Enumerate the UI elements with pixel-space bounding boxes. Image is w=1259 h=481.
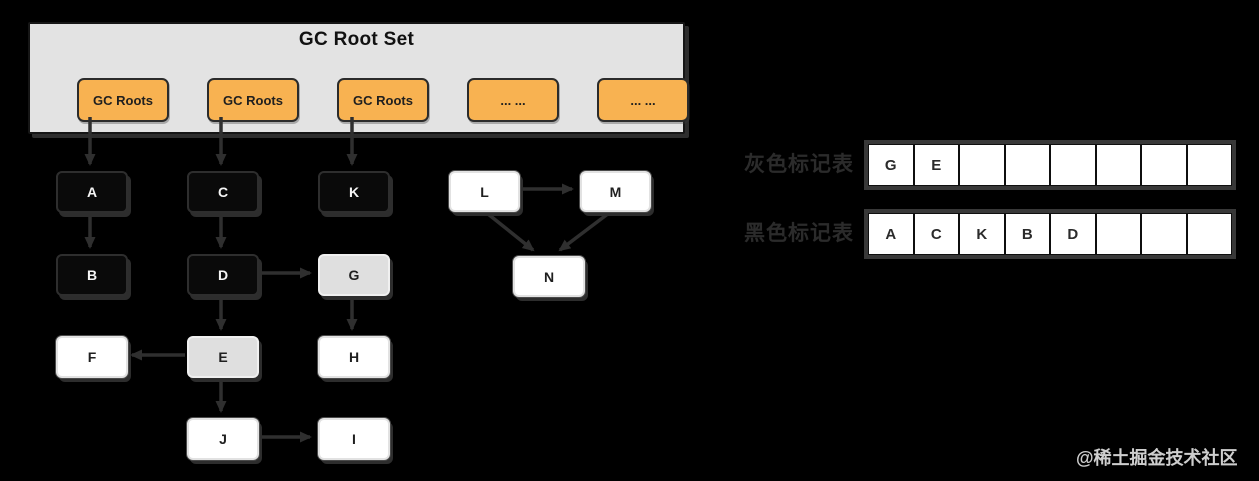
gray-table-cell-1: E: [914, 145, 958, 185]
edge-M-to-N: [558, 208, 615, 252]
object-node-F: F: [56, 336, 128, 378]
object-node-E: E: [187, 336, 259, 378]
object-node-D: D: [187, 254, 259, 296]
gc-root-box-3: GC Roots: [337, 78, 429, 122]
gc-root-box-5: ... ...: [597, 78, 689, 122]
gray-table-cell-7: [1187, 145, 1231, 185]
gray-table-cell-6: [1142, 145, 1186, 185]
gc-root-box-4: ... ...: [467, 78, 559, 122]
edge-L-to-N: [481, 208, 535, 252]
object-node-G: G: [318, 254, 390, 296]
object-node-H: H: [318, 336, 390, 378]
object-node-N: N: [513, 256, 585, 297]
gc-root-set-title: GC Root Set: [298, 29, 415, 50]
object-node-I: I: [318, 418, 390, 460]
object-node-C: C: [187, 171, 259, 213]
black-table-cell-4: D: [1051, 214, 1095, 254]
object-node-A: A: [56, 171, 128, 213]
object-node-B: B: [56, 254, 128, 296]
gray-table-cell-4: [1051, 145, 1095, 185]
gc-root-box-2: GC Roots: [207, 78, 299, 122]
black-table-cell-6: [1142, 214, 1186, 254]
gray-table-cell-3: [1005, 145, 1049, 185]
gc-root-box-1: GC Roots: [77, 78, 169, 122]
object-node-J: J: [187, 418, 259, 460]
watermark: @稀土掘金技术社区: [1076, 448, 1238, 468]
black-table-cell-1: C: [914, 214, 958, 254]
gray-table-cell-0: G: [869, 145, 913, 185]
object-node-L: L: [449, 171, 520, 212]
black-table-cell-0: A: [869, 214, 913, 254]
black-table-label: 黑色标记表: [744, 222, 854, 245]
gray-table-cell-2: [960, 145, 1004, 185]
gray-table-cell-5: [1096, 145, 1140, 185]
gc-root-set-panel: GC Root Set GC Roots GC Roots GC Roots ... …: [28, 22, 689, 134]
object-node-M: M: [580, 171, 651, 212]
black-table-cell-5: [1096, 214, 1140, 254]
gray-table-label: 灰色标记表: [744, 153, 854, 176]
black-table-cell-2: K: [960, 214, 1004, 254]
black-table-cell-7: [1187, 214, 1231, 254]
black-table-cell-3: B: [1005, 214, 1049, 254]
object-node-K: K: [318, 171, 390, 213]
